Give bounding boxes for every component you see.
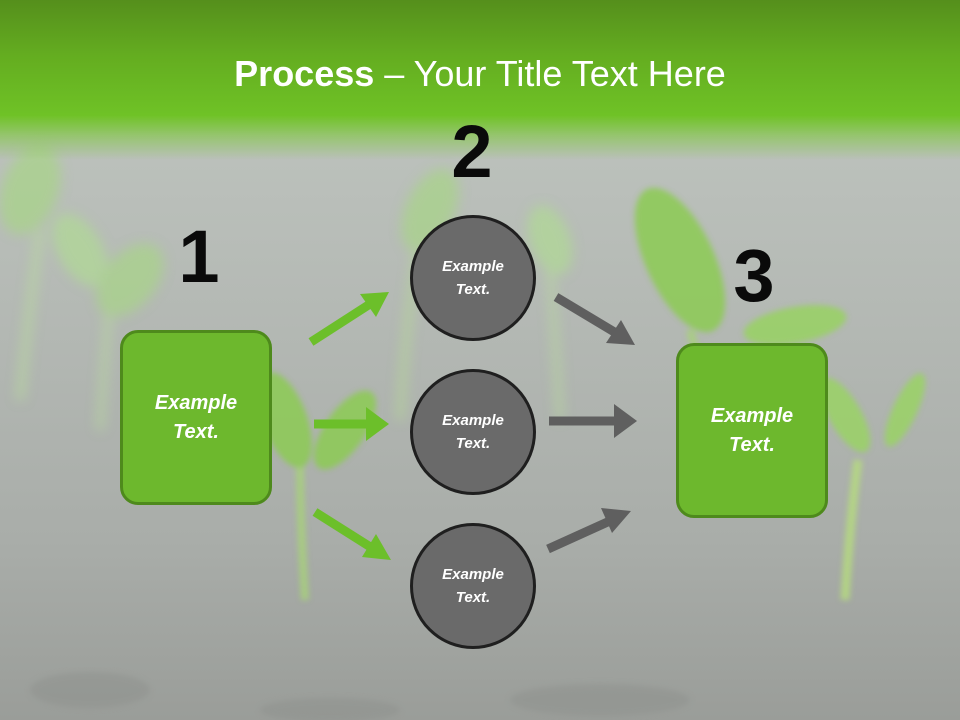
circle-top-text-line1: Example <box>442 258 504 275</box>
gray-arrow-from-middle-circle <box>549 404 637 438</box>
step-1-text-line1: Example <box>154 391 238 414</box>
gray-arrow-from-bottom-circle <box>546 508 631 554</box>
title-bold-part: Process <box>234 53 375 94</box>
step-3-text-line2: Text. <box>729 433 775 456</box>
title-rest-part: – Your Title Text Here <box>374 53 726 94</box>
step-3-text-line1: Example <box>710 404 794 427</box>
step-2-circle-bottom: Example Text. <box>410 523 536 649</box>
step-number-1: 1 <box>178 215 220 298</box>
slide-title: Process – Your Title Text Here <box>0 52 960 96</box>
circle-middle-text-line1: Example <box>442 412 504 429</box>
green-arrow-to-middle-circle <box>314 407 389 441</box>
green-arrow-to-top-circle <box>308 292 389 346</box>
step-1-box: Example Text. <box>120 330 272 505</box>
step-number-3: 3 <box>733 234 775 317</box>
step-number-2: 2 <box>451 110 493 193</box>
gray-arrow-from-top-circle <box>553 293 635 345</box>
circle-top-text-line2: Text. <box>455 281 491 298</box>
title-banner <box>0 0 960 160</box>
circle-bottom-text-line2: Text. <box>455 589 491 606</box>
step-2-circle-top: Example Text. <box>410 215 536 341</box>
circle-bottom-text-line1: Example <box>442 566 504 583</box>
green-arrow-to-bottom-circle <box>312 508 391 560</box>
circle-middle-text-line2: Text. <box>455 435 491 452</box>
step-3-box: Example Text. <box>676 343 828 518</box>
step-1-text-line2: Text. <box>173 420 219 443</box>
step-2-circle-middle: Example Text. <box>410 369 536 495</box>
